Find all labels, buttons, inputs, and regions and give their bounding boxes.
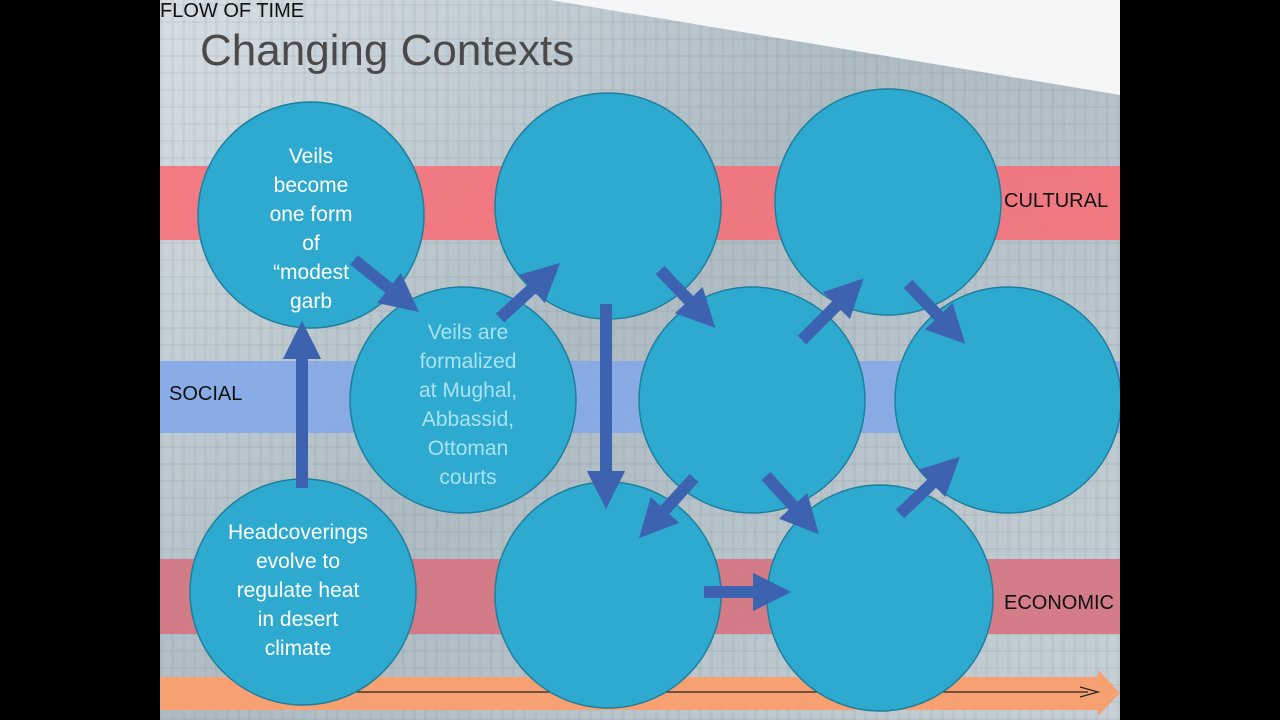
- node-empty-social-1: [638, 286, 866, 514]
- time-flow-line-tip: [1079, 686, 1101, 698]
- social-label: SOCIAL: [169, 383, 243, 405]
- economic-label: ECONOMIC: [1004, 592, 1114, 614]
- node-veils-formalized-courts: [349, 286, 577, 514]
- node-veils-modest-garb-text: Veils become one form of “modest garb: [269, 145, 353, 313]
- cultural-label: CULTURAL: [1004, 190, 1109, 212]
- slide-title: Changing Contexts: [200, 26, 575, 75]
- time-flow-arrowhead: [1098, 670, 1120, 716]
- arrow-cultural-1-to-social-1: [655, 265, 716, 328]
- arrow-economic-2-to-social-2: [895, 456, 960, 519]
- arrow-social-1-to-cultural-2: [797, 278, 864, 345]
- node-empty-economic-1: [494, 481, 722, 709]
- flow-diagram: [189, 88, 1120, 712]
- node-veils-formalized-courts-text: Veils are formalized at Mughal, Abbassid…: [418, 321, 518, 489]
- arrow-courts-to-cultural-1: [495, 263, 561, 323]
- flow-of-time-label: FLOW OF TIME: [160, 0, 305, 22]
- arrow-social-1-to-economic-1: [639, 473, 699, 539]
- arrow-veils-to-courts: [350, 255, 419, 312]
- node-headcoverings-climate-text: Headcoverings evolve to regulate heat in…: [227, 521, 369, 660]
- arrow-social-1-to-economic-2: [761, 471, 819, 535]
- arrow-cultural-2-to-social-2: [903, 279, 966, 344]
- slide: CULTURAL SOCIAL ECONOMIC FLOW OF TIME Ch…: [160, 0, 1120, 720]
- node-empty-cultural-2: [774, 88, 1002, 316]
